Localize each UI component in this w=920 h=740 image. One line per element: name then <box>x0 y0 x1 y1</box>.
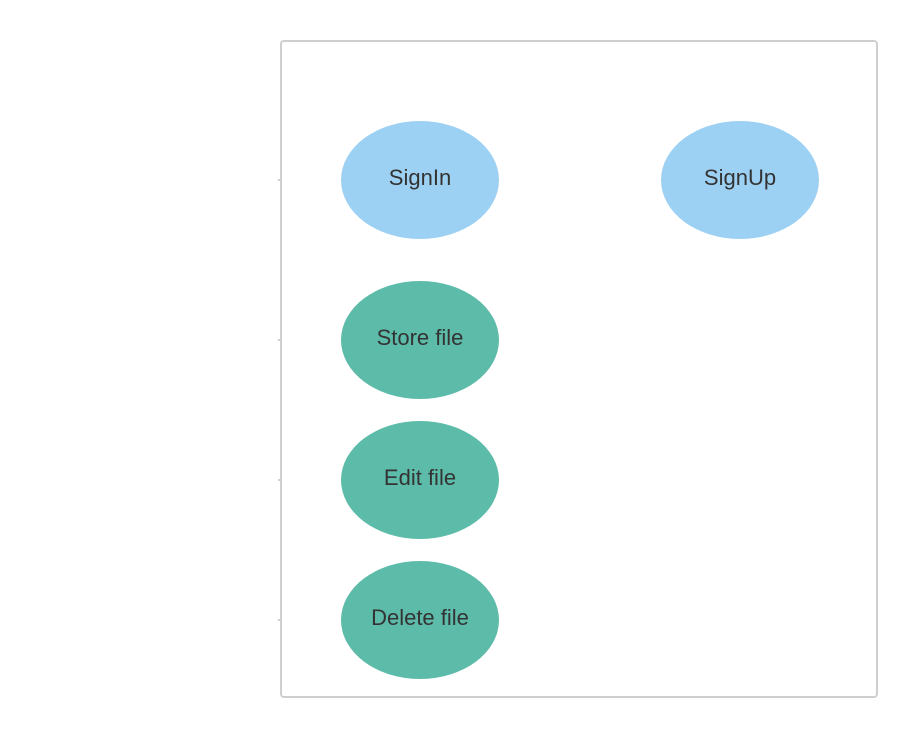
connector-tick-signin <box>278 179 282 181</box>
connector-tick-store-file <box>278 339 282 341</box>
use-case-label: SignIn <box>388 165 452 190</box>
use-case-signup[interactable]: SignUp <box>661 121 819 239</box>
connector-tick-delete-file <box>278 619 282 621</box>
use-case-label: Edit file <box>383 465 457 490</box>
use-case-delete-file[interactable]: Delete file <box>341 561 499 679</box>
use-case-label: Store file <box>376 325 464 350</box>
use-case-edit-file[interactable]: Edit file <box>341 421 499 539</box>
use-case-store-file[interactable]: Store file <box>341 281 499 399</box>
use-case-label: Delete file <box>371 605 469 630</box>
use-case-signin[interactable]: SignIn <box>341 121 499 239</box>
connector-tick-edit-file <box>278 479 282 481</box>
use-case-label: SignUp <box>703 165 777 190</box>
